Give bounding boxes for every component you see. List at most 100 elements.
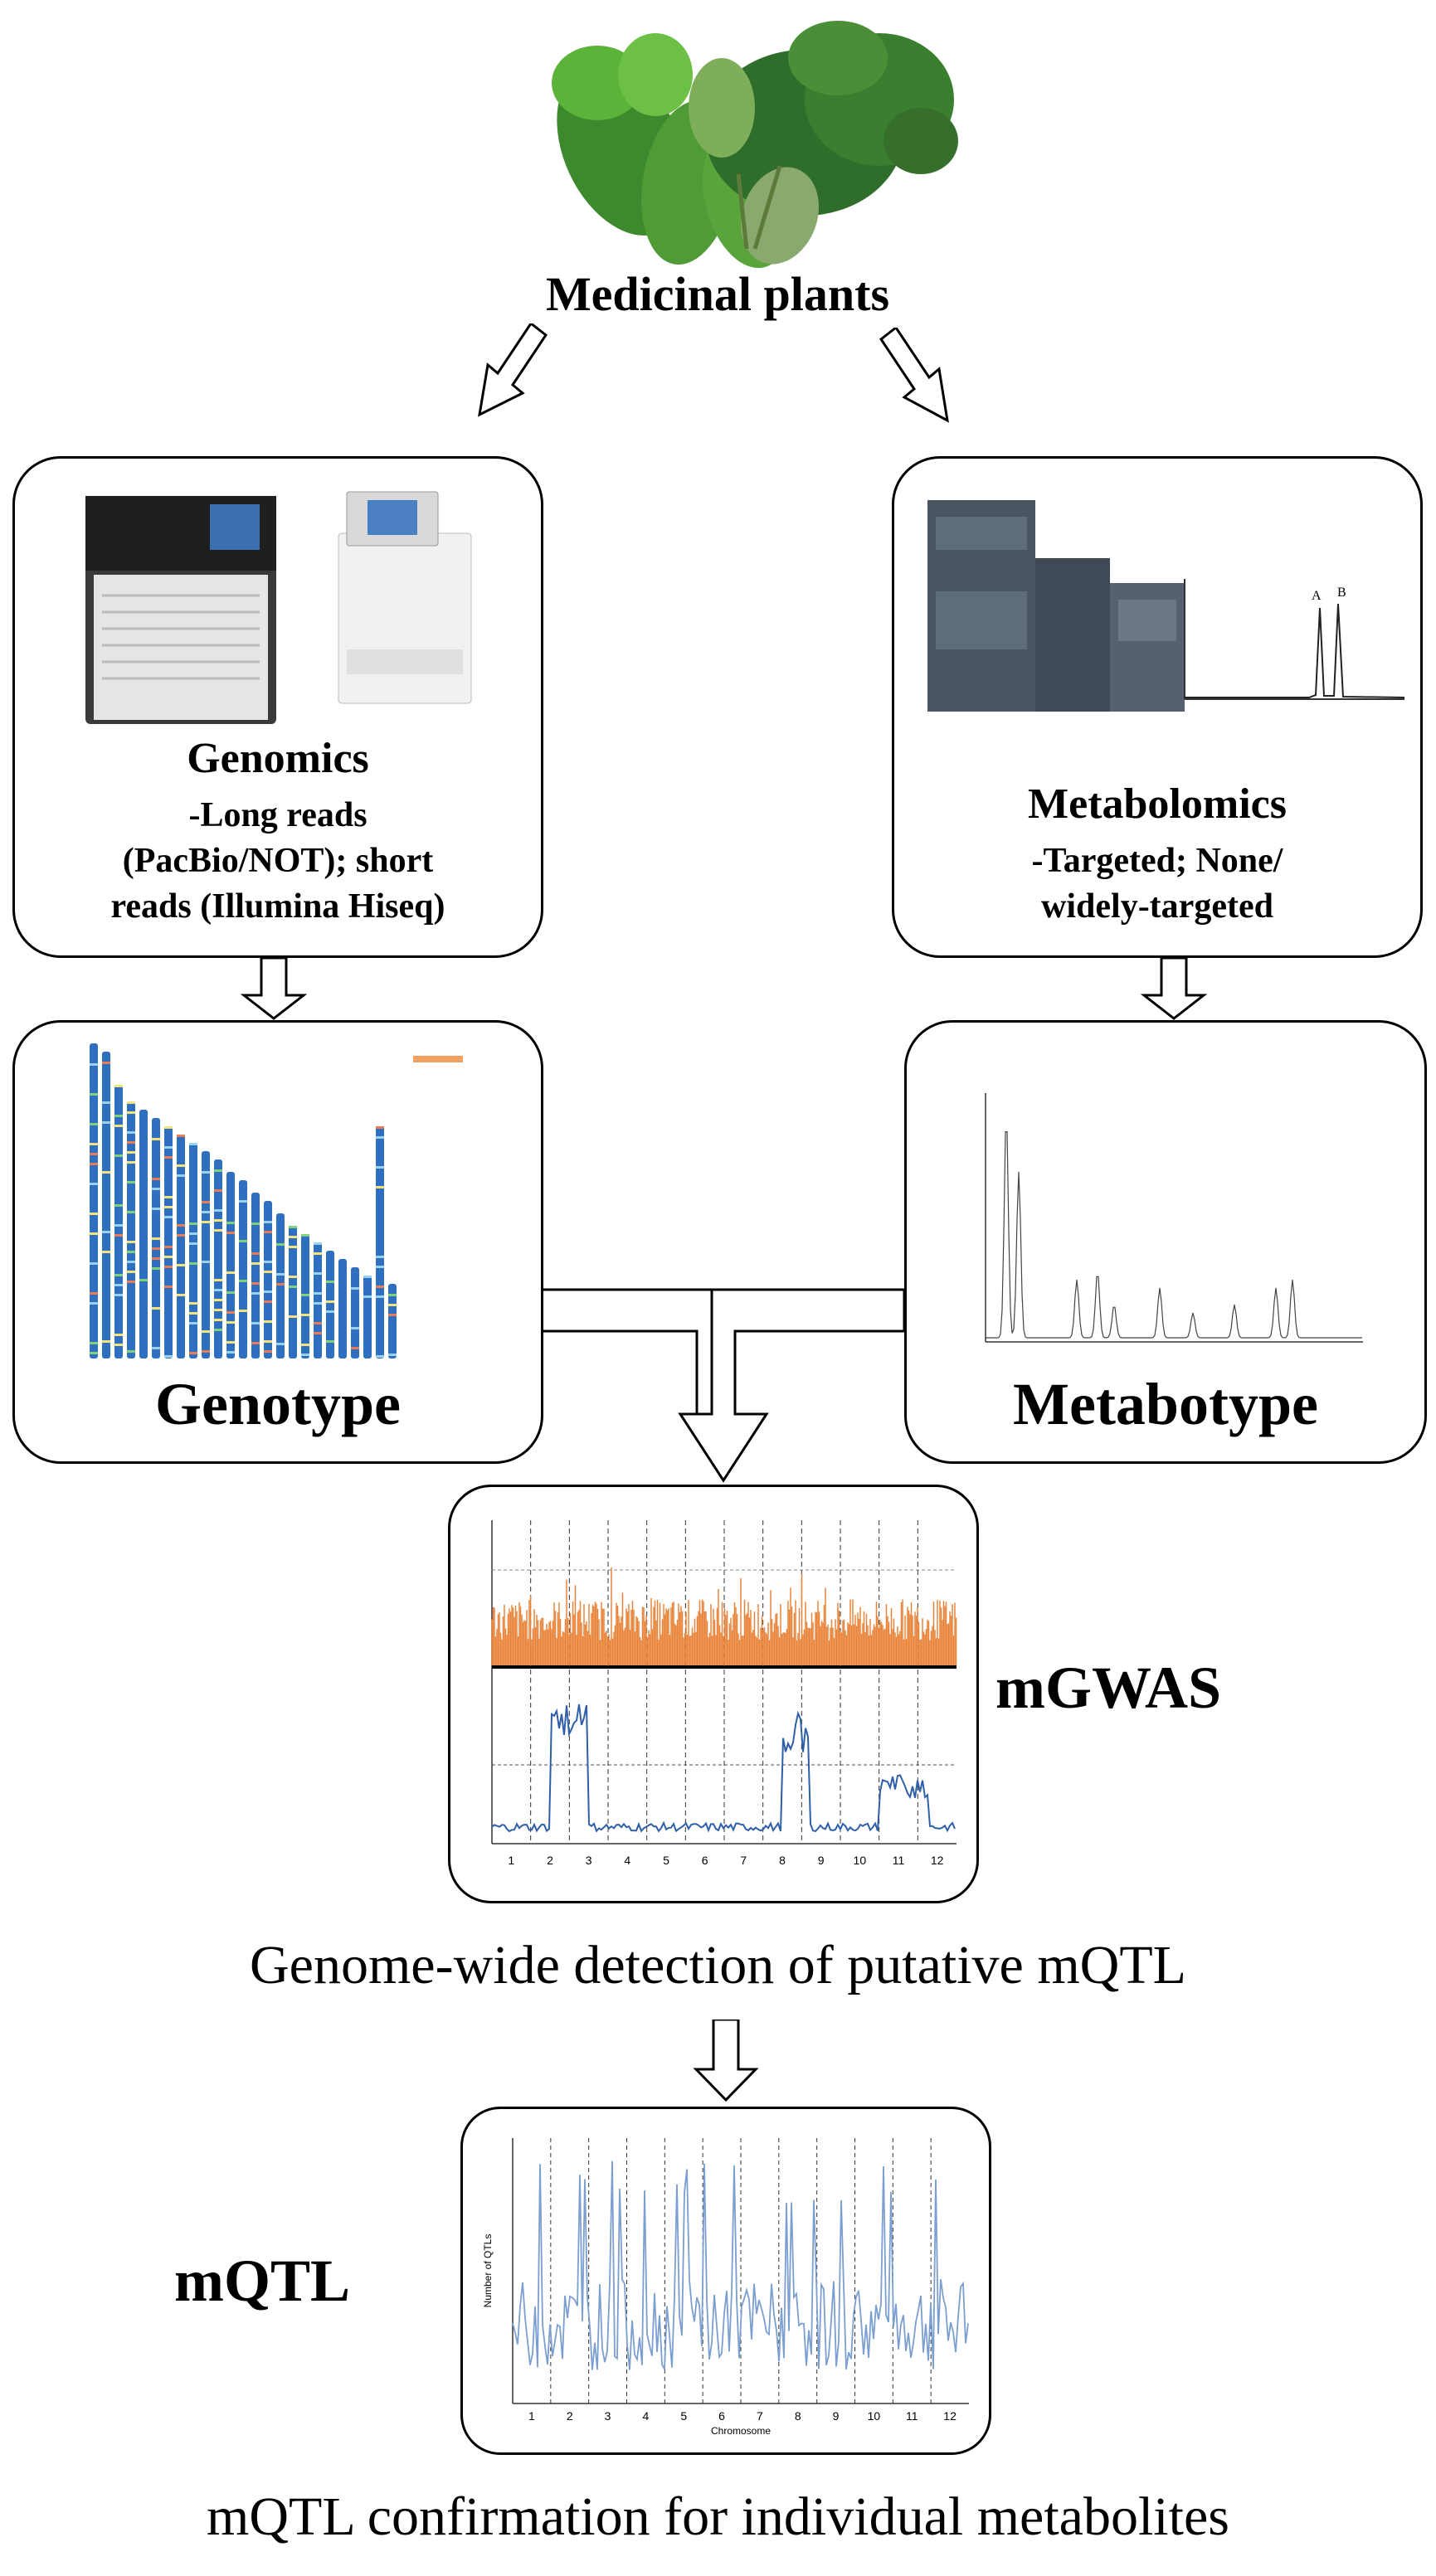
variant-band — [264, 1320, 272, 1323]
variant-band — [164, 1216, 173, 1218]
variant-band — [114, 1224, 123, 1227]
variant-band — [202, 1211, 210, 1213]
chromatogram-thumbnail: A B — [1184, 579, 1405, 700]
variant-band — [264, 1290, 272, 1293]
variant-band — [90, 1153, 98, 1155]
chromosome-bar — [289, 1226, 297, 1358]
metabotype-chromatogram-image — [985, 1093, 1363, 1343]
variant-band — [177, 1164, 185, 1167]
chromosome-tick-label: 5 — [663, 1854, 669, 1867]
variant-band — [90, 1183, 98, 1185]
variant-band — [127, 1281, 135, 1283]
variant-band — [189, 1143, 197, 1145]
genomics-title: Genomics — [187, 735, 369, 782]
variant-band — [239, 1200, 247, 1203]
variant-band — [177, 1294, 185, 1296]
chromosome-bar — [102, 1052, 110, 1358]
metabolomics-box: A B Metabolomics -Targeted; None/ widely… — [892, 456, 1423, 958]
chromosome-tick-label: 1 — [528, 2409, 535, 2423]
variant-band — [164, 1146, 173, 1149]
genomics-desc-line-1: -Long reads — [188, 796, 368, 834]
variant-band — [251, 1292, 260, 1295]
variant-band — [264, 1261, 272, 1263]
variant-band — [239, 1280, 247, 1282]
variant-band — [152, 1347, 160, 1349]
variant-band — [152, 1247, 160, 1250]
variant-band — [376, 1266, 384, 1268]
variant-band — [376, 1295, 384, 1298]
chromosome-tick-label: 2 — [567, 2409, 573, 2423]
variant-band — [226, 1222, 235, 1224]
variant-band — [376, 1286, 384, 1288]
variant-band — [152, 1188, 160, 1190]
chromosome-tick-label: 11 — [906, 2409, 918, 2423]
chromosome-tick-label: 4 — [643, 2409, 650, 2423]
variant-band — [127, 1211, 135, 1213]
variant-band — [127, 1181, 135, 1184]
variant-band — [152, 1138, 160, 1140]
variant-band — [289, 1286, 297, 1288]
variant-band — [264, 1350, 272, 1353]
variant-band — [226, 1321, 235, 1324]
variant-band — [102, 1251, 110, 1253]
chromosome-tick-label: 7 — [757, 2409, 763, 2423]
chromosome-bar — [264, 1201, 272, 1358]
variant-band — [264, 1231, 272, 1233]
variant-band — [164, 1156, 173, 1159]
variant-band — [90, 1213, 98, 1215]
variant-band — [226, 1351, 235, 1354]
variant-band — [289, 1276, 297, 1278]
variant-band — [164, 1266, 173, 1268]
variant-band — [214, 1219, 222, 1222]
variant-band — [363, 1295, 372, 1298]
metabolomics-desc-line-2: widely-targeted — [1041, 887, 1273, 926]
arrow-to-mqtl — [693, 2019, 759, 2102]
variant-band — [90, 1342, 98, 1344]
variant-band — [114, 1125, 123, 1127]
variant-band — [239, 1310, 247, 1312]
variant-band — [289, 1315, 297, 1318]
variant-band — [90, 1262, 98, 1265]
arrow-genomics-to-genotype — [241, 958, 307, 1020]
variant-band — [164, 1126, 173, 1129]
chromosome-tick-label: 3 — [605, 2409, 611, 2423]
chromosome-bar — [388, 1284, 397, 1358]
variant-band — [127, 1111, 135, 1114]
medicinal-plants-label: Medicinal plants — [545, 267, 890, 321]
variant-band — [114, 1154, 123, 1157]
variant-band — [314, 1322, 322, 1324]
variant-band — [189, 1232, 197, 1235]
chromosome-bar — [139, 1110, 148, 1358]
variant-band — [114, 1204, 123, 1207]
x-axis-title: Chromosome — [711, 2425, 771, 2437]
variant-band — [127, 1241, 135, 1243]
lcms-instrument-image — [927, 500, 1185, 712]
variant-band — [90, 1232, 98, 1235]
variant-band — [376, 1186, 384, 1188]
variant-band — [114, 1085, 123, 1087]
arrow-metabolomics-to-metabotype — [1141, 958, 1207, 1020]
arrow-to-metabolomics — [879, 328, 949, 423]
arrow-to-genomics — [478, 323, 548, 417]
variant-band — [314, 1292, 322, 1295]
metabotype-box: Metabotype — [904, 1020, 1427, 1464]
variant-band — [114, 1294, 123, 1296]
chromosome-bar — [363, 1276, 372, 1358]
chromosome-tick-label: 10 — [868, 2409, 881, 2423]
variant-band — [127, 1141, 135, 1144]
peak-label-a: A — [1312, 589, 1322, 603]
variant-band — [251, 1222, 260, 1225]
variant-band — [152, 1257, 160, 1260]
chromosome-bar — [251, 1193, 260, 1358]
variant-band — [127, 1271, 135, 1273]
variant-band — [314, 1242, 322, 1245]
variant-band — [289, 1246, 297, 1248]
genotype-karyogram-image — [90, 1043, 463, 1358]
variant-band — [164, 1256, 173, 1258]
y-axis-title: Number of QTLs — [482, 2234, 494, 2308]
variant-band — [202, 1201, 210, 1203]
variant-band — [351, 1287, 359, 1290]
variant-band — [363, 1276, 372, 1278]
